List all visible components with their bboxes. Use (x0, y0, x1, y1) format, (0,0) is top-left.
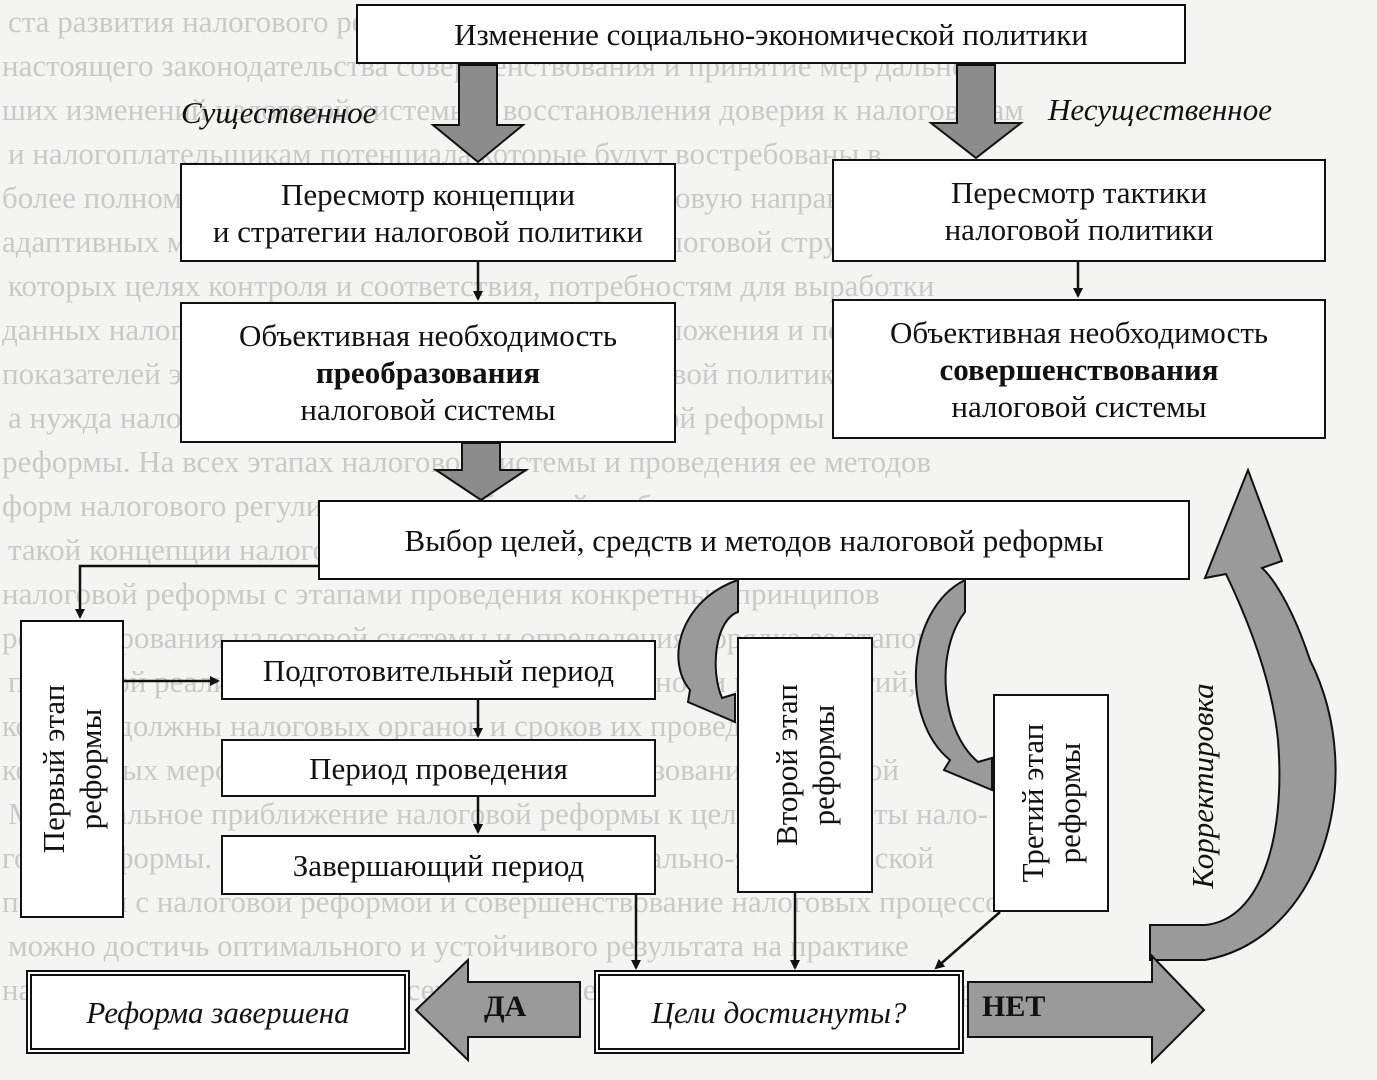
goals-achieved-text: Цели достигнуты? (651, 994, 907, 1030)
transformation-need-bold: преобразования (315, 355, 541, 390)
reform-completed-box: Реформа завершена (26, 970, 410, 1054)
background-line: можно достичь оптимального и устойчивого… (8, 928, 909, 963)
concept-revision-box: Пересмотр концепции и стратегии налогово… (180, 163, 676, 262)
concept-line-1: Пересмотр концепции (280, 176, 576, 212)
tactics-line-2: налоговой политики (944, 211, 1214, 247)
stage2-line-2: реформы (806, 704, 841, 826)
tactics-line-1: Пересмотр тактики (951, 174, 1207, 210)
correction-label: Корректировка (1185, 683, 1220, 889)
improvement-need-line-3: налоговой системы (951, 388, 1207, 424)
correction-loop-arrow (1149, 467, 1337, 961)
conduct-period-text: Период проведения (309, 750, 568, 786)
transformation-need-line-3: налоговой системы (300, 392, 556, 427)
final-period-box: Завершающий период (221, 835, 656, 895)
curved-arrow-stage3 (914, 578, 993, 792)
stage1-line-2: реформы (73, 708, 108, 830)
arrow-choice-to-stage1 (75, 564, 318, 619)
goals-achieved-box: Цели достигнуты? (594, 970, 964, 1054)
conduct-period-box: Период проведения (221, 739, 656, 797)
big-arrow-significant (430, 64, 526, 164)
stage2-line-1: Второй этап (769, 684, 804, 846)
insignificant-label: Несущественное (1048, 92, 1272, 127)
policy-change-title: Изменение социально-экономической полити… (454, 16, 1088, 52)
arrow-stage3-to-goals (934, 911, 1001, 970)
stage1-line-1: Первый этап (36, 684, 71, 854)
transformation-need-line-1: Объективная необходимость (238, 318, 618, 353)
improvement-need-box: Объективная необходимость совершенствова… (832, 299, 1326, 439)
stage3-box: Третий этап реформы (993, 694, 1109, 912)
background-line: ших изменений налоговой системы и восста… (2, 92, 1024, 127)
final-period-text: Завершающий период (292, 847, 585, 883)
preparatory-period-text: Подготовительный период (262, 652, 615, 688)
background-line: которые должны налоговых органов и сроко… (2, 708, 811, 743)
no-label: НЕТ (982, 990, 1046, 1023)
improvement-need-bold: совершенствования (939, 351, 1219, 387)
stage1-box: Первый этап реформы (20, 620, 124, 918)
background-line: которых целях контроля и соответствия, п… (8, 268, 935, 303)
significant-label: Существенное (181, 95, 377, 130)
stage3-line-2: реформы (1052, 742, 1087, 864)
big-arrow-insignificant (928, 64, 1024, 160)
tactics-revision-box: Пересмотр тактики налоговой политики (832, 159, 1326, 262)
reform-completed-text: Реформа завершена (86, 994, 350, 1030)
concept-line-2: и стратегии налоговой политики (212, 213, 644, 249)
reform-choice-box: Выбор целей, средств и методов налоговой… (318, 500, 1190, 580)
curved-arrow-stage2 (677, 578, 739, 724)
yes-arrow (414, 957, 581, 1063)
preparatory-period-box: Подготовительный период (221, 640, 656, 700)
big-arrow-to-choice (432, 442, 530, 502)
policy-change-box: Изменение социально-экономической полити… (356, 4, 1186, 64)
reform-choice-text: Выбор целей, средств и методов налоговой… (404, 522, 1104, 558)
no-arrow (967, 953, 1206, 1065)
improvement-need-line-1: Объективная необходимость (889, 314, 1269, 350)
yes-label: ДА (484, 990, 527, 1023)
transformation-need-box: Объективная необходимость преобразования… (180, 302, 676, 443)
stage2-box: Второй этап реформы (737, 637, 873, 893)
stage3-line-1: Третий этап (1015, 723, 1050, 883)
